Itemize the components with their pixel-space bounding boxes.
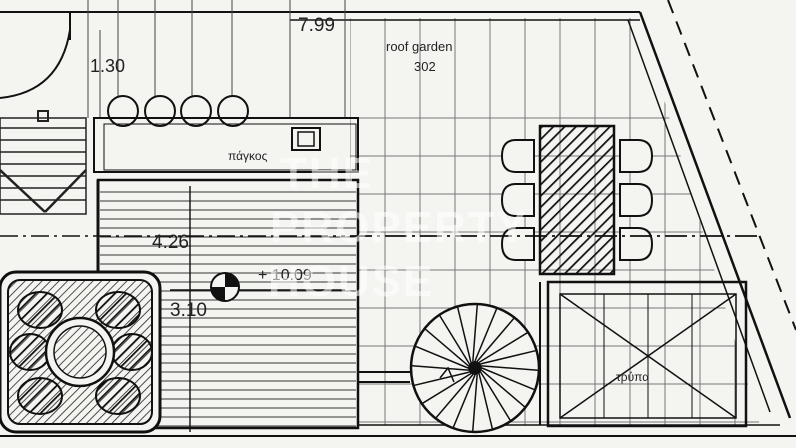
watermark: THE PROPERTY HOUSE	[268, 149, 528, 306]
dining-table	[538, 124, 616, 276]
stair-landing-lines	[358, 282, 541, 425]
top-width-dimension: 7.99	[298, 15, 335, 36]
left-steps	[0, 110, 87, 215]
room-number: 302	[414, 59, 436, 74]
watermark-line-1: THE	[280, 149, 374, 198]
room-name: roof garden	[386, 39, 453, 54]
skylight-void	[546, 280, 748, 428]
watermark-line-3: HOUSE	[268, 257, 434, 306]
counter-label: πάγκος	[228, 149, 268, 163]
level-marker	[210, 272, 240, 302]
deck-dimension-lines	[0, 186, 345, 432]
deck-width-dimension: 4.26	[152, 232, 189, 253]
deck-depth-dimension: 3.10	[170, 300, 207, 321]
door-swing	[0, 12, 71, 99]
level-mark-label: + 10.09	[258, 267, 312, 284]
top-dimension-ticks	[87, 0, 346, 118]
left-depth-dimension: 1.30	[90, 56, 125, 76]
jacuzzi	[0, 270, 162, 434]
spiral-staircase	[409, 302, 541, 434]
counter	[93, 117, 359, 173]
skylight-label: τρύπα	[616, 370, 649, 384]
watermark-line-2: PROPERTY	[270, 203, 528, 252]
